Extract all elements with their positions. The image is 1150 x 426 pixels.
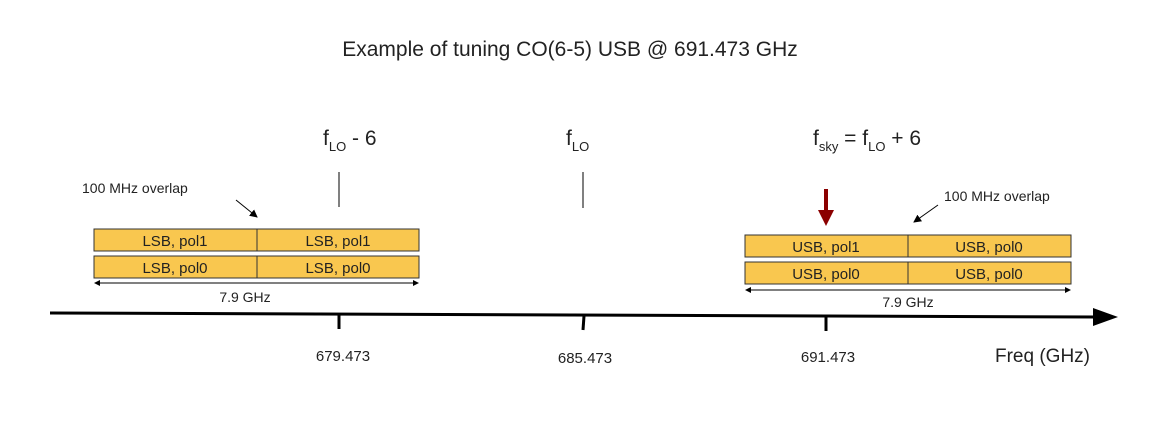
usb-box-2-2 [907, 261, 1072, 285]
lsb-box-1-1-label: LSB, pol1 [142, 233, 207, 250]
lsb-bandwidth-label: 7.9 GHz [219, 289, 270, 305]
tick-label-679: 679.473 [316, 348, 370, 365]
lsb-overlap-pointer [235, 199, 258, 218]
usb-bandwidth-label: 7.9 GHz [882, 294, 933, 310]
lsb-box-2-2 [256, 255, 420, 279]
fsky-label: fsky = fLO + 6 [813, 127, 921, 154]
tick-label-685: 685.473 [558, 350, 612, 367]
usb-box-1-1-label: USB, pol1 [792, 239, 860, 256]
usb-box-1-2-label: USB, pol0 [955, 239, 1023, 256]
target-frequency-arrow [818, 189, 834, 226]
lsb-box-2-2-label: LSB, pol0 [305, 260, 370, 277]
usb-box-1-2 [907, 234, 1072, 258]
lsb-box-1-2-label: LSB, pol1 [305, 233, 370, 250]
flo-label: fLO [566, 127, 589, 154]
lsb-group: LSB, pol1 LSB, pol1 LSB, pol0 LSB, pol0 [93, 228, 420, 279]
frequency-axis [49, 308, 1118, 326]
usb-box-2-2-label: USB, pol0 [955, 266, 1023, 283]
tick-label-691: 691.473 [801, 349, 855, 366]
lsb-box-1-2 [256, 228, 420, 252]
axis-label: Freq (GHz) [995, 346, 1090, 367]
diagram-title: Example of tuning CO(6-5) USB @ 691.473 … [342, 38, 798, 61]
tick-685 [581, 315, 586, 331]
usb-box-2-1-label: USB, pol0 [792, 266, 860, 283]
lsb-box-2-1-label: LSB, pol0 [142, 260, 207, 277]
lsb-overlap-label: 100 MHz overlap [82, 180, 188, 196]
usb-overlap-label: 100 MHz overlap [944, 188, 1050, 204]
usb-group: USB, pol1 USB, pol0 USB, pol0 USB, pol0 [744, 234, 1072, 285]
flo-minus-6-label: fLO - 6 [323, 127, 377, 154]
usb-overlap-pointer [913, 204, 939, 223]
